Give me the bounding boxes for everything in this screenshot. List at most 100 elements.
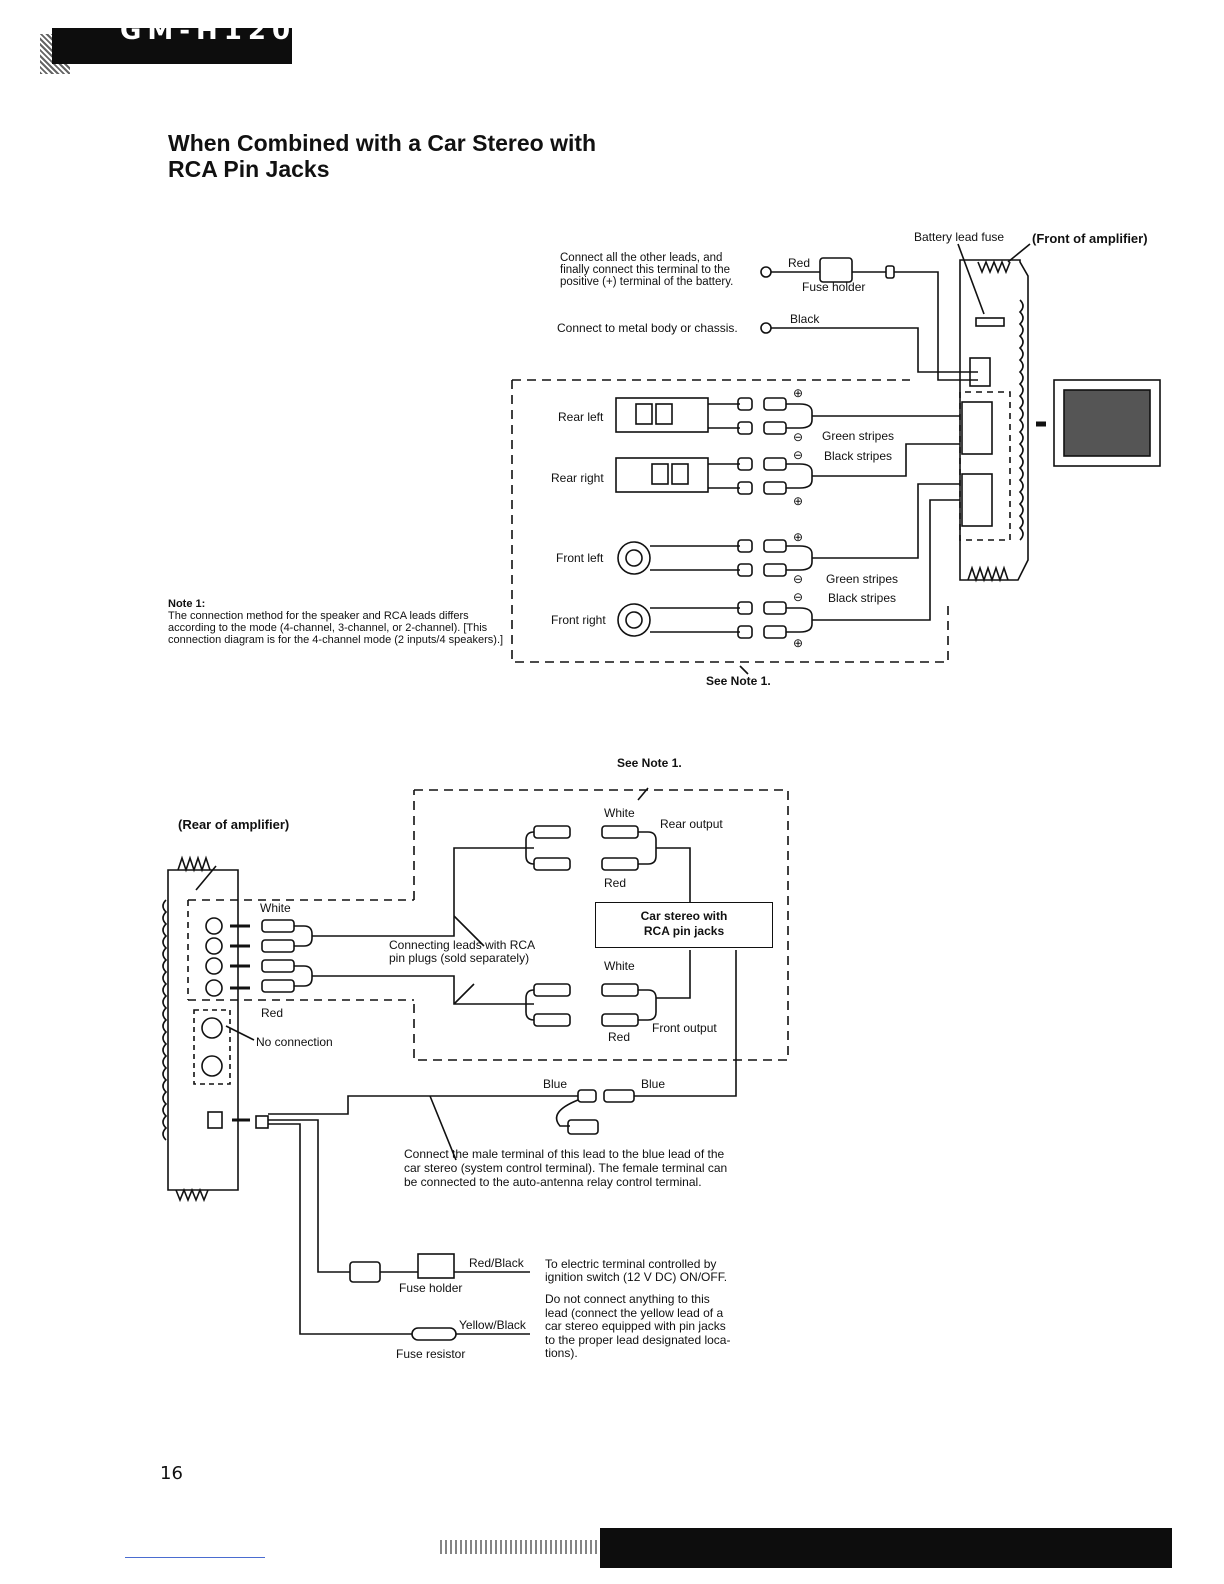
- red-amp-label: Red: [261, 1006, 284, 1020]
- battery-wire: [771, 271, 978, 381]
- rear-output-wire: [656, 847, 691, 902]
- front-output-wire: [656, 950, 691, 999]
- no-connection-box: [193, 1009, 231, 1085]
- blue-instruction-line-3: be connected to the auto-antenna relay c…: [404, 1175, 702, 1189]
- red-black-label: Red/Black: [469, 1256, 524, 1270]
- ground-wire: [771, 327, 978, 373]
- fuse-holder-label: Fuse holder: [802, 280, 866, 294]
- rear-right-speaker-icon: [615, 457, 709, 493]
- front-right-label: Front right: [551, 613, 606, 627]
- green-stripes-label-1: Green stripes: [822, 429, 895, 443]
- note-heading: Note 1:: [168, 598, 206, 610]
- rear-output-label: Rear output: [660, 817, 723, 831]
- note-1: Note 1: The connection method for the sp…: [168, 598, 508, 646]
- front-output-label: Front output: [652, 1021, 717, 1035]
- yellow-note-line-3: car stereo equipped with pin jacks: [545, 1319, 726, 1333]
- yellow-note-line-2: lead (connect the yellow lead of a: [545, 1305, 724, 1320]
- blue-left-label: Blue: [543, 1077, 568, 1091]
- control-connector-icon: [207, 1111, 223, 1129]
- blue-lead-amp: [268, 1095, 578, 1115]
- fuse-resistor-label: Fuse resistor: [396, 1347, 466, 1361]
- red-black-lead: [268, 1119, 350, 1273]
- header-bar: [52, 28, 292, 64]
- rear-fins-side: [162, 899, 168, 1141]
- fuse-holder-icon: [819, 257, 853, 283]
- see-note-top: See Note 1.: [706, 674, 771, 688]
- ground-terminal-icon: [760, 322, 772, 334]
- title-line-1: When Combined with a Car Stereo with: [168, 130, 597, 156]
- rear-right-wire: [812, 443, 960, 477]
- battery-terminal-icon: [760, 266, 772, 278]
- minus-symbol-1: ⊖: [793, 430, 804, 444]
- rear-right-woofer: [671, 463, 689, 485]
- ignition-instructions: To electric terminal controlled by ignit…: [545, 1258, 727, 1284]
- rear-speaker-terminal-block: [961, 401, 993, 455]
- leader-lines-top: [739, 243, 1031, 675]
- no-connection-label: No connection: [256, 1035, 333, 1049]
- footer-scan-noise: [440, 1540, 610, 1554]
- connecting-leads-label: Connecting leads with RCA pin plugs (sol…: [389, 939, 535, 965]
- red-lead-label: Red: [788, 256, 811, 270]
- rca-jack-1-icon: [205, 917, 223, 935]
- plus-symbol-4: ⊕: [793, 636, 804, 650]
- front-rca-lead: [312, 975, 534, 1005]
- fuse-holder-cap-icon: [417, 1253, 455, 1279]
- blue-lead-instructions: Connect the male terminal of this lead t…: [404, 1147, 727, 1189]
- rear-right-tweeter: [651, 463, 669, 485]
- front-left-speaker-icon: [617, 541, 651, 575]
- battery-instructions: Connect all the other leads, and finally…: [560, 252, 733, 288]
- blue-right-label: Blue: [641, 1077, 666, 1091]
- battery-instruction-line-1: Connect all the other leads, and: [560, 252, 723, 264]
- white-amp-label: White: [260, 901, 291, 915]
- minus-symbol-4: ⊖: [793, 590, 804, 604]
- rca-jack-2-icon: [205, 937, 223, 955]
- rear-rca-lead: [312, 847, 534, 937]
- amp-fins-top: [977, 259, 1011, 275]
- fuse-holder-bottom-label: Fuse holder: [399, 1281, 463, 1295]
- yellow-lead-instructions: Do not connect anything to this lead (co…: [545, 1292, 731, 1361]
- white-front-label: White: [604, 959, 635, 973]
- unused-jack-2-icon: [201, 1055, 223, 1077]
- battery-lead-fuse-label: Battery lead fuse: [914, 230, 1005, 244]
- fuse-holder-bottom-icon: [349, 1261, 381, 1283]
- green-stripes-label-2: Green stripes: [826, 572, 899, 586]
- rear-fins-top: [177, 855, 211, 873]
- chassis-instruction: Connect to metal body or chassis.: [557, 321, 738, 335]
- yellow-black-lead: [268, 1123, 530, 1335]
- power-terminal-block: [969, 357, 991, 387]
- connecting-leads-line-1: Connecting leads with RCA: [389, 938, 536, 952]
- inline-fuse-icon: [885, 265, 895, 279]
- connecting-leads-line-2: pin plugs (sold separately): [389, 951, 530, 965]
- front-of-amplifier-label: (Front of amplifier): [1032, 231, 1148, 246]
- footer-line: [125, 1557, 265, 1558]
- note-body: The connection method for the speaker an…: [168, 610, 504, 646]
- amp-fins-bottom: [967, 565, 1009, 583]
- white-rear-label: White: [604, 806, 635, 820]
- yellow-black-label: Yellow/Black: [459, 1318, 526, 1332]
- yellow-note-line-4: to the proper lead designated loca-: [545, 1332, 731, 1347]
- rear-fins-bottom: [175, 1187, 209, 1203]
- red-rear-label: Red: [604, 876, 627, 890]
- red-front-label: Red: [608, 1030, 631, 1044]
- blue-instruction-line-1: Connect the male terminal of this lead t…: [404, 1147, 725, 1161]
- plus-symbol-1: ⊕: [793, 386, 804, 400]
- front-left-wire: [812, 483, 960, 559]
- insert-arrows: [230, 924, 250, 1122]
- minus-symbol-2: ⊖: [793, 448, 804, 462]
- amp-connector-dashed: [959, 391, 1011, 541]
- page-number: 16: [160, 1463, 183, 1484]
- rca-jack-4-icon: [205, 979, 223, 997]
- control-plug-icon: [255, 1115, 269, 1129]
- model-name: GM-H120: [120, 26, 297, 42]
- front-right-wire: [812, 499, 960, 621]
- front-left-label: Front left: [556, 551, 604, 565]
- battery-fuse-slot-icon: [975, 317, 1005, 327]
- rear-left-label: Rear left: [558, 410, 604, 424]
- black-stripes-label-2: Black stripes: [828, 591, 897, 605]
- black-lead-label: Black: [790, 312, 820, 326]
- rear-left-speaker-icon: [615, 397, 709, 433]
- yellow-note-line-5: tions).: [545, 1346, 578, 1360]
- amplifier-overview-heatsink: [1063, 389, 1151, 457]
- ignition-line-1: To electric terminal controlled by: [545, 1257, 717, 1271]
